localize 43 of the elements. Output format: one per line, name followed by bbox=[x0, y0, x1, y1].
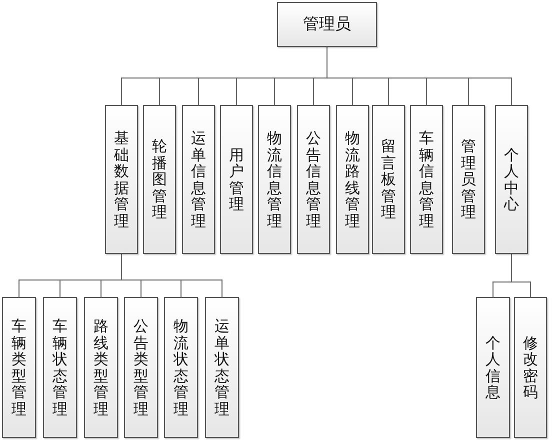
connector-line bbox=[326, 46, 512, 106]
module-box bbox=[514, 297, 547, 438]
module-box bbox=[182, 105, 215, 254]
module-label: 车辆状态管理 bbox=[52, 318, 68, 417]
module-label: 车辆类型管理 bbox=[12, 318, 26, 417]
module-box bbox=[336, 105, 369, 254]
module-label: 修改密码 bbox=[523, 334, 538, 400]
module-box bbox=[258, 105, 291, 254]
module-label: 公告类型管理 bbox=[134, 318, 148, 417]
module-label: 个人信息 bbox=[486, 334, 500, 400]
module-box bbox=[220, 105, 253, 254]
module-box bbox=[452, 105, 485, 254]
module-box bbox=[277, 2, 377, 47]
module-box bbox=[297, 105, 330, 254]
module-box bbox=[205, 297, 239, 438]
module-label: 个人中心 bbox=[504, 146, 519, 212]
module-label: 车辆信息管理 bbox=[419, 130, 434, 229]
module-box bbox=[84, 297, 118, 438]
module-box bbox=[2, 297, 36, 438]
connector-line bbox=[511, 254, 531, 298]
module-box bbox=[124, 297, 158, 438]
connector-line bbox=[121, 254, 222, 298]
module-box bbox=[410, 105, 443, 254]
module-box bbox=[43, 297, 77, 438]
module-label: 路线类型管理 bbox=[94, 318, 108, 417]
module-label: 轮播图管理 bbox=[152, 138, 167, 221]
module-box bbox=[372, 105, 405, 254]
module-label: 管理员管理 bbox=[461, 138, 476, 221]
module-label: 物流信息管理 bbox=[267, 130, 282, 229]
module-label: 留言板管理 bbox=[381, 138, 396, 221]
module-box bbox=[143, 105, 176, 254]
module-label: 基础数据管理 bbox=[114, 130, 129, 229]
module-box bbox=[105, 105, 138, 254]
module-label: 物流路线管理 bbox=[345, 130, 360, 229]
module-box bbox=[164, 297, 198, 438]
module-label: 运单状态管理 bbox=[214, 318, 230, 417]
module-box bbox=[495, 105, 528, 254]
module-label: 公告信息管理 bbox=[306, 130, 321, 229]
module-box bbox=[476, 297, 510, 438]
module-label: 物流状态管理 bbox=[174, 318, 188, 417]
module-label: 运单信息管理 bbox=[191, 130, 206, 229]
module-label: 用户管理 bbox=[229, 146, 244, 212]
module-label: 管理员 bbox=[303, 14, 351, 35]
